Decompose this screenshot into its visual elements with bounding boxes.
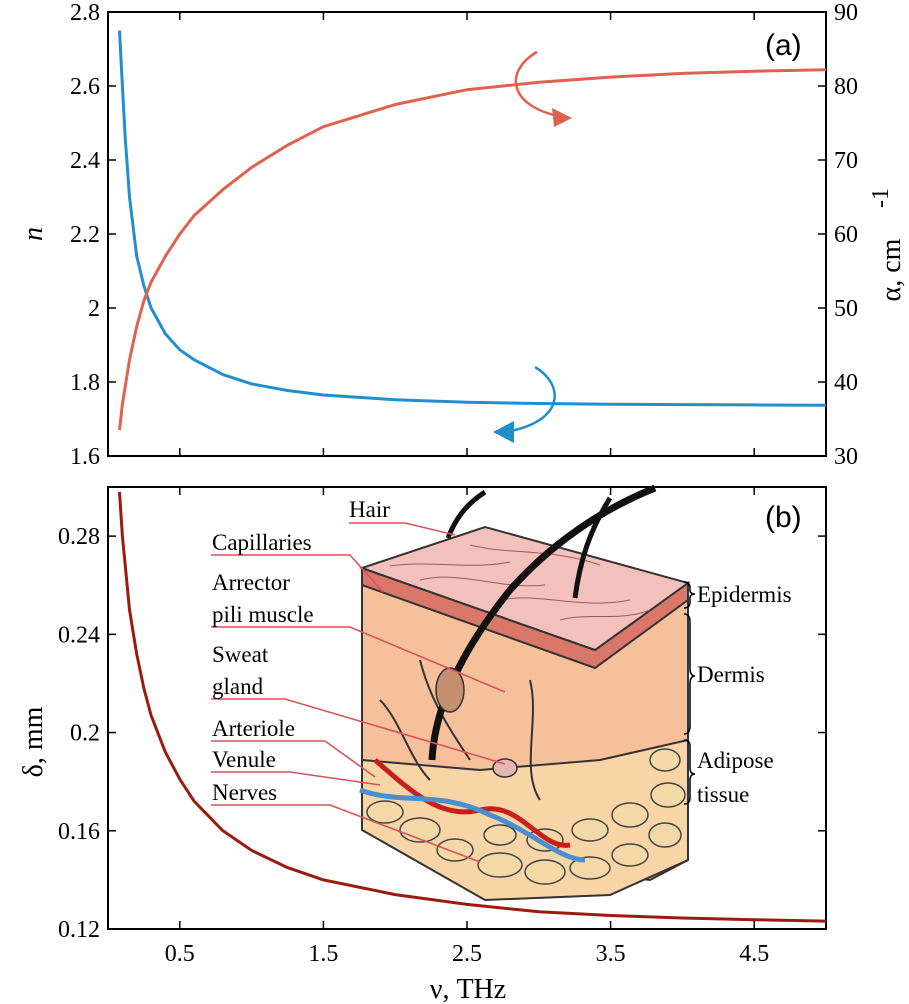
panel-b-label: (b) <box>765 501 802 534</box>
b-ytick-label-2: 0.2 <box>70 721 100 747</box>
b-ytick-label-1: 0.16 <box>58 819 100 845</box>
a-series-alpha-line <box>118 68 827 431</box>
blue-curve-arrow <box>504 365 556 434</box>
a-series-n-line <box>118 30 827 407</box>
a-right-tick-label-2: 50 <box>834 296 858 322</box>
a-right-tick-label-1: 40 <box>834 370 858 396</box>
anno-arteriole: Arteriole <box>212 716 295 741</box>
panel-b-ticks: 0.5 1.5 2.5 3.5 4.5 0.12 0.16 0.2 0.24 0.28 <box>58 487 826 967</box>
a-left-tick-label-5: 2.6 <box>70 74 100 100</box>
sweat-gland <box>492 758 518 778</box>
panel-a-lines <box>118 30 827 431</box>
a-left-tick-label-1: 1.8 <box>70 370 100 396</box>
panel-a-right-ylabel: α, cm -1 <box>868 188 907 301</box>
annotation-leaders <box>211 522 506 863</box>
panel-a-right-ylabel-text: α, cm <box>876 238 907 301</box>
b-series-delta-line <box>118 491 827 923</box>
red-curve-arrow <box>514 50 569 120</box>
skin-illustration <box>358 484 691 902</box>
a-right-tick-label-5: 80 <box>834 74 858 100</box>
a-left-tick-label-6: 2.8 <box>70 0 100 26</box>
b-ytick-label-0: 0.12 <box>58 917 100 943</box>
anno-capillaries: Capillaries <box>212 530 312 555</box>
b-xtick-label-3: 3.5 <box>596 941 626 967</box>
panel-b-xlabel: ν, THz <box>430 974 506 1004</box>
panel-a-label: (a) <box>765 29 802 62</box>
panel-b-ylabel: δ, mm <box>18 706 49 777</box>
surface-texture <box>389 544 651 621</box>
anno-arrector: Arrector <box>212 570 290 595</box>
anno-epidermis: Epidermis <box>697 582 792 607</box>
a-left-tick-label-4: 2.4 <box>70 148 100 174</box>
anno-hair: Hair <box>349 497 390 522</box>
panel-a-left-ylabel: n <box>18 227 49 241</box>
layer-braces <box>683 581 696 805</box>
venule-vessel <box>359 787 586 863</box>
anno-sweat: Sweat <box>212 642 269 667</box>
blue-arrowhead <box>493 421 514 443</box>
a-left-tick-label-3: 2.2 <box>70 222 100 248</box>
a-right-tick-label-3: 60 <box>834 222 858 248</box>
b-ytick-label-4: 0.28 <box>58 524 100 550</box>
a-right-tick-label-4: 70 <box>834 148 858 174</box>
sebaceous-gland <box>435 667 465 713</box>
a-left-tick-label-0: 1.6 <box>70 444 100 470</box>
panel-a-right-ylabel-sup: -1 <box>868 188 894 208</box>
b-ytick-label-3: 0.24 <box>58 622 100 648</box>
red-arrowhead <box>552 108 572 127</box>
a-right-tick-label-6: 90 <box>834 0 858 26</box>
a-right-tick-label-0: 30 <box>834 444 858 470</box>
panel-b: 0.5 1.5 2.5 3.5 4.5 0.12 0.16 0.2 0.24 0.28 <box>18 484 827 1004</box>
anno-tissue: tissue <box>697 782 749 807</box>
panel-b-lines <box>118 491 827 923</box>
b-xtick-label-4: 4.5 <box>739 941 769 967</box>
b-xtick-label-2: 2.5 <box>452 941 482 967</box>
b-xtick-label-0: 0.5 <box>165 941 195 967</box>
anno-dermis: Dermis <box>697 662 765 687</box>
anno-pili-muscle: pili muscle <box>212 602 314 627</box>
hair-strand-right <box>572 496 613 599</box>
anno-nerves: Nerves <box>212 780 277 805</box>
panel-a-frame <box>107 11 827 457</box>
panel-b-annotations: Hair Capillaries Arrector pili muscle Sw… <box>212 497 792 807</box>
panel-a-ticks: 1.6 1.8 2 2.2 2.4 2.6 2.8 30 40 50 60 70 80 90 <box>70 0 858 470</box>
fat-cells <box>366 748 686 885</box>
anno-adipose: Adipose <box>697 748 774 773</box>
anno-gland: gland <box>212 674 264 699</box>
anno-venule: Venule <box>212 747 276 772</box>
a-left-tick-label-2: 2 <box>88 296 100 322</box>
b-xtick-label-1: 1.5 <box>308 941 338 967</box>
